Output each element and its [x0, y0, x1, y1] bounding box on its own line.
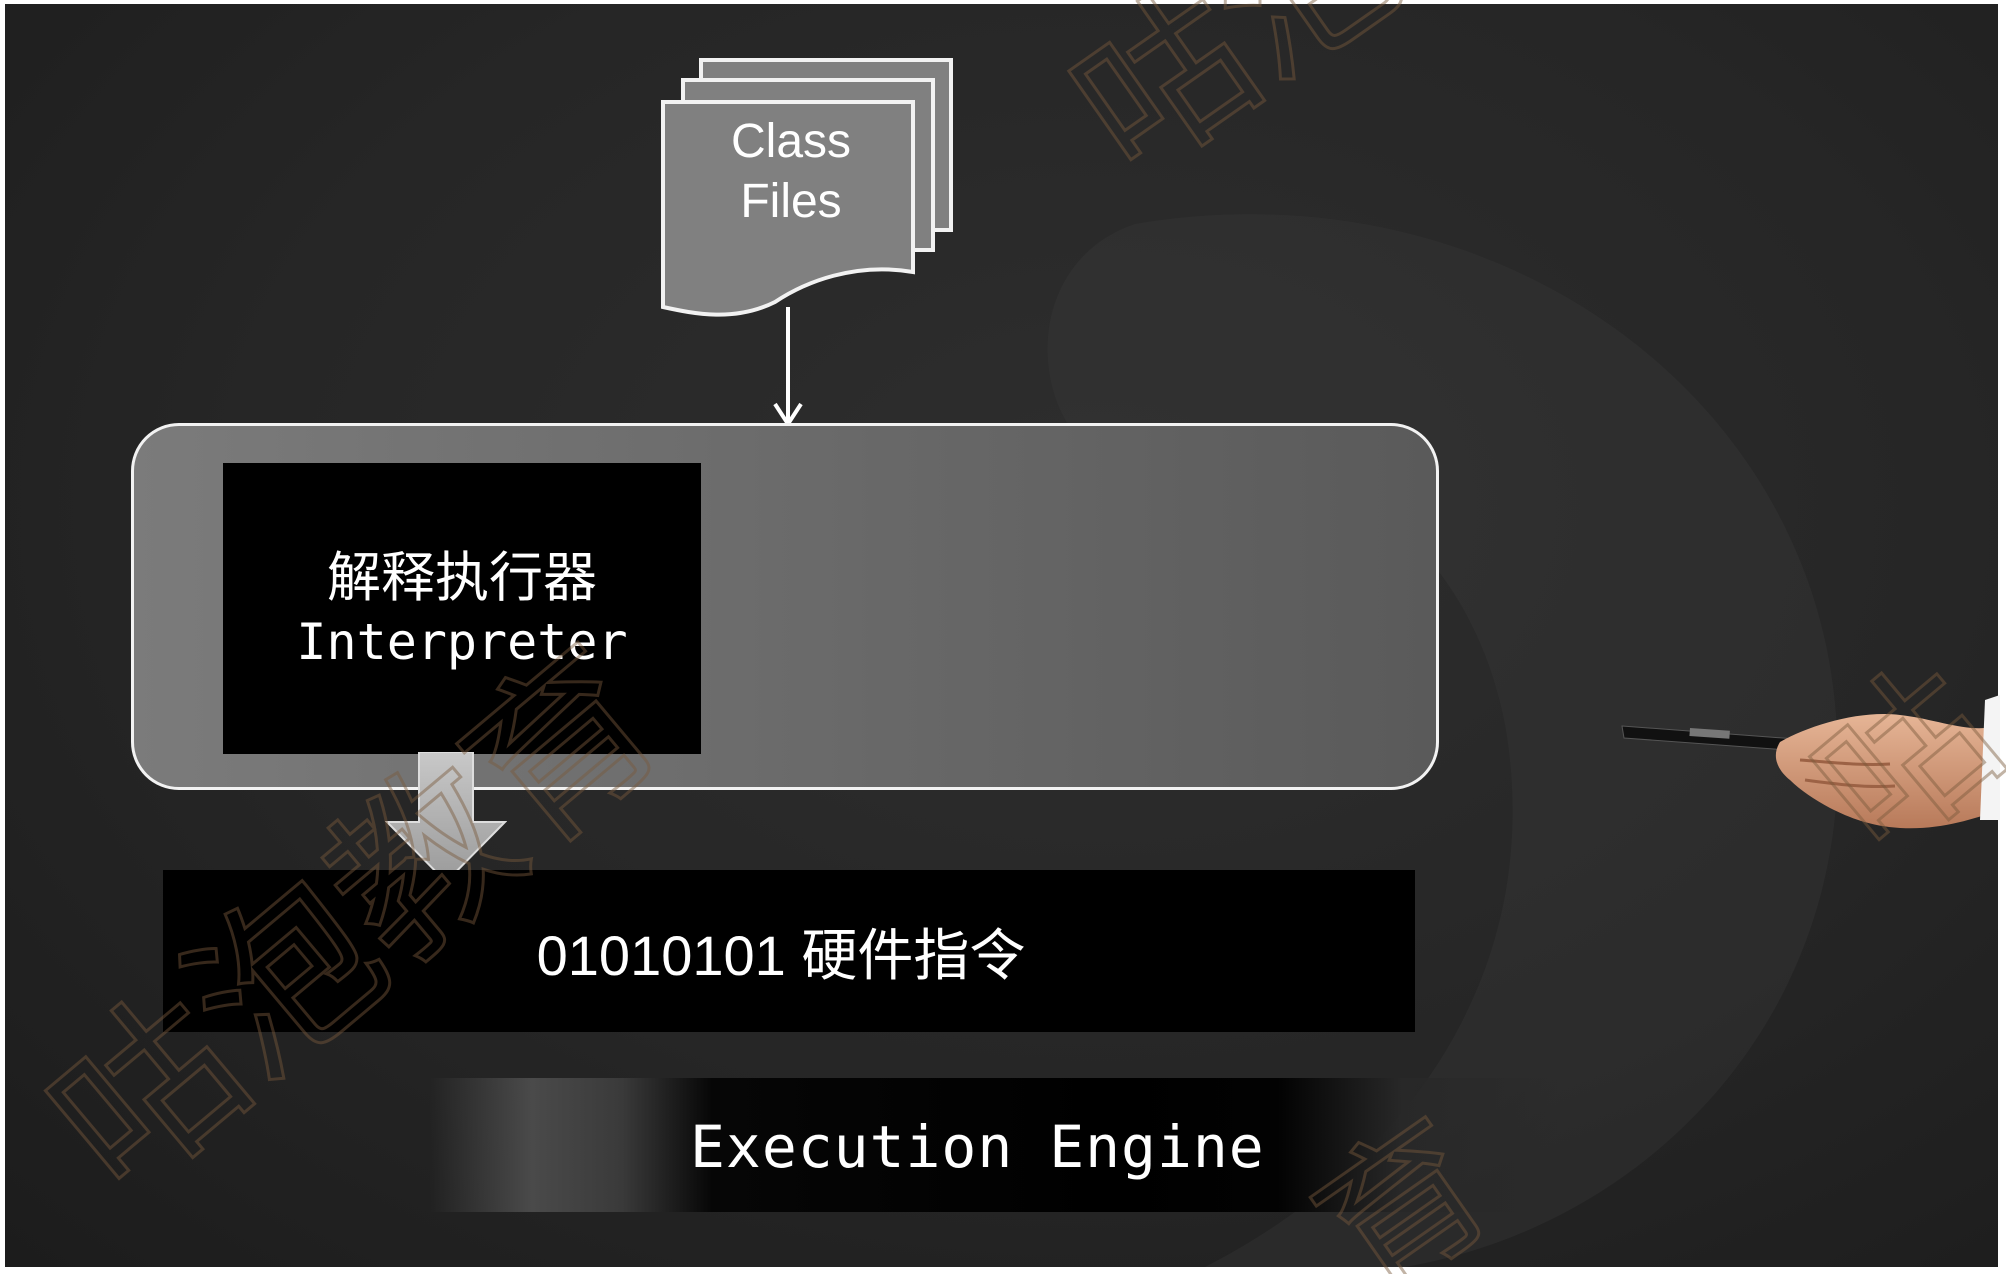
execution-engine-label-bar [430, 1078, 1560, 1212]
interpreter-box: 解释执行器 Interpreter [223, 463, 701, 754]
class-files-label: Class Files [660, 112, 922, 232]
interpreter-label-cn: 解释执行器 [327, 545, 597, 609]
execution-engine-label: Execution Engine [690, 1113, 1265, 1181]
class-files-line1: Class [730, 115, 852, 168]
background-swoosh-decoration [1047, 214, 1838, 1267]
block-arrow-down-icon [385, 752, 507, 884]
presenter-hand-image [1621, 695, 2000, 829]
interpreter-label-en: Interpreter [296, 612, 628, 671]
hardware-instructions-bar: 01010101 硬件指令 [163, 870, 1415, 1032]
stacked-documents-icon [661, 58, 953, 428]
hardware-instructions-label: 01010101 硬件指令 [536, 923, 1026, 987]
class-files-line2: Files [740, 175, 842, 228]
